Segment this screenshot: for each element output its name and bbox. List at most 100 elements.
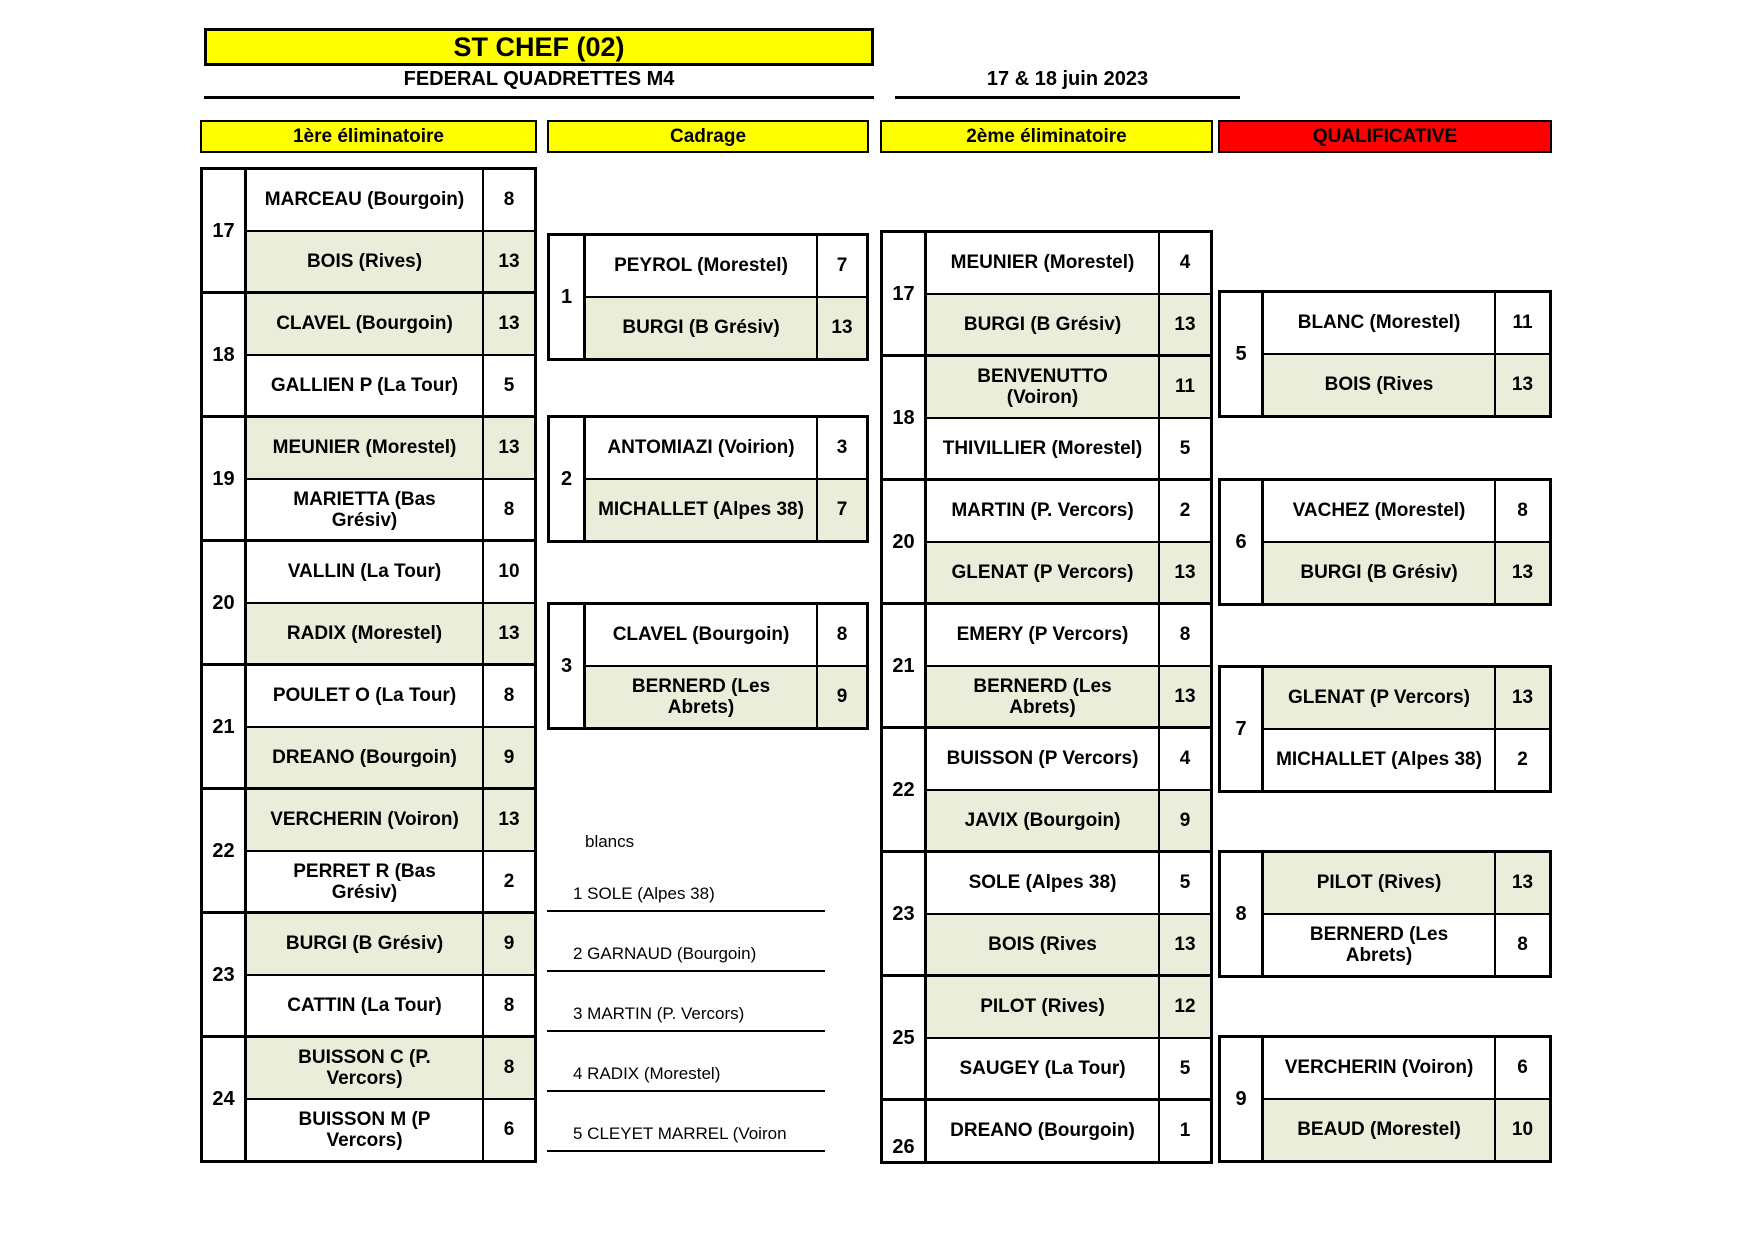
team-name-cell: VERCHERIN (Voiron): [247, 790, 484, 850]
score-cell: 8: [1517, 934, 1528, 955]
score-cell: 13: [484, 604, 534, 664]
match-row: PERRET R (Bas Grésiv)2: [247, 850, 534, 912]
score-cell: 10: [498, 561, 520, 582]
score-cell: 5: [1179, 1058, 1191, 1079]
team-name-cell: MEUNIER (Morestel): [927, 233, 1160, 293]
score-cell: 13: [1160, 543, 1210, 603]
competition-subtitle: FEDERAL QUADRETTES M4: [403, 67, 675, 90]
match-number: 7: [1221, 668, 1264, 790]
score-cell: 13: [1160, 295, 1210, 355]
match-row: MARIETTA (Bas Grésiv)8: [247, 478, 534, 540]
team-name-cell: SAUGEY (La Tour): [927, 1039, 1160, 1099]
score-cell: 1: [1179, 1120, 1191, 1141]
score-cell: 6: [503, 1119, 515, 1140]
team-name-cell: BURGI (B Grésiv): [927, 295, 1160, 355]
blanc-item: 3 MARTIN (P. Vercors): [547, 998, 825, 1032]
score-cell: 13: [1160, 915, 1210, 975]
match-row: MEUNIER (Morestel)4: [927, 233, 1210, 293]
match-row: VALLIN (La Tour) 10: [247, 542, 534, 602]
team-name-cell: BERNERD (Les Abrets): [1264, 915, 1496, 975]
score-cell: 8: [484, 1038, 534, 1098]
score-cell: 13: [818, 298, 866, 358]
team-name-cell: BERNERD (Les Abrets): [927, 667, 1160, 727]
match-row: JAVIX (Bourgoin)9: [927, 789, 1210, 851]
match-row: BERNERD (Les Abrets) 8: [1264, 913, 1549, 975]
score-cell: 6: [1517, 1057, 1528, 1078]
match-row: BURGI (B Grésiv)13: [586, 296, 866, 358]
match-row: DREANO (Bourgoin)1: [927, 1101, 1210, 1161]
score-cell: 5: [1179, 438, 1191, 459]
score-cell: 13: [1496, 668, 1549, 728]
team-name-cell: PILOT (Rives): [1264, 853, 1496, 913]
match-number: 1: [550, 236, 586, 358]
blanc-item: 1 SOLE (Alpes 38): [547, 878, 825, 912]
score-cell: 8: [836, 624, 848, 645]
match-row: CATTIN (La Tour)8: [247, 974, 534, 1036]
title-box: ST CHEF (02): [204, 28, 874, 66]
score-cell: 9: [484, 914, 534, 974]
round-header-qualif: QUALIFICATIVE: [1218, 120, 1552, 153]
match-row: BURGI (B Grésiv)9: [247, 914, 534, 974]
score-cell: 2: [1517, 749, 1528, 770]
match-row: VERCHERIN (Voiron)6: [1264, 1038, 1549, 1098]
match-number: 21: [883, 605, 927, 727]
match-number: 23: [203, 914, 247, 1036]
score-cell: 2: [503, 871, 515, 892]
score-cell: 8: [503, 499, 515, 520]
score-cell: 13: [484, 232, 534, 292]
match-row: CLAVEL (Bourgoin)13: [247, 294, 534, 354]
match-row: PILOT (Rives)12: [927, 977, 1210, 1037]
match-number: 20: [203, 542, 247, 664]
match-row: EMERY (P Vercors)8: [927, 605, 1210, 665]
match-row: GLENAT (P Vercors)13: [927, 541, 1210, 603]
score-cell: 9: [484, 728, 534, 788]
team-name-cell: RADIX (Morestel): [247, 604, 484, 664]
score-cell: 5: [503, 375, 515, 396]
team-name-cell: GLENAT (P Vercors): [927, 543, 1160, 603]
match-number: 23: [883, 853, 927, 975]
team-name-cell: BURGI (B Grésiv): [247, 914, 484, 974]
match-number: 5: [1221, 293, 1264, 415]
match-row: BOIS (Rives)13: [247, 230, 534, 292]
team-name-cell: BOIS (Rives): [247, 232, 484, 292]
event-date: 17 & 18 juin 2023: [986, 67, 1149, 90]
match-number: 17: [883, 233, 927, 355]
score-cell: 8: [1517, 500, 1528, 521]
team-name-cell: VALLIN (La Tour): [247, 542, 484, 602]
score-cell: 12: [1160, 977, 1210, 1037]
team-name-cell: BUISSON (P Vercors): [927, 729, 1160, 789]
match-row: BEAUD (Morestel)10: [1264, 1098, 1549, 1160]
match-row: PEYROL (Morestel)7: [586, 236, 866, 296]
team-name-cell: EMERY (P Vercors): [927, 605, 1160, 665]
team-name-cell: GALLIEN P (La Tour): [247, 356, 484, 416]
match-row: SOLE (Alpes 38)5: [927, 853, 1210, 913]
team-name-cell: MICHALLET (Alpes 38): [1264, 730, 1496, 790]
round-header-cadrage: Cadrage: [547, 120, 869, 153]
match-row: GLENAT (P Vercors)13: [1264, 668, 1549, 728]
match-row: SAUGEY (La Tour) 5: [927, 1037, 1210, 1099]
score-cell: 13: [484, 790, 534, 850]
match-row: BURGI (B Grésiv)13: [1264, 541, 1549, 603]
match-number: 8: [1221, 853, 1264, 975]
